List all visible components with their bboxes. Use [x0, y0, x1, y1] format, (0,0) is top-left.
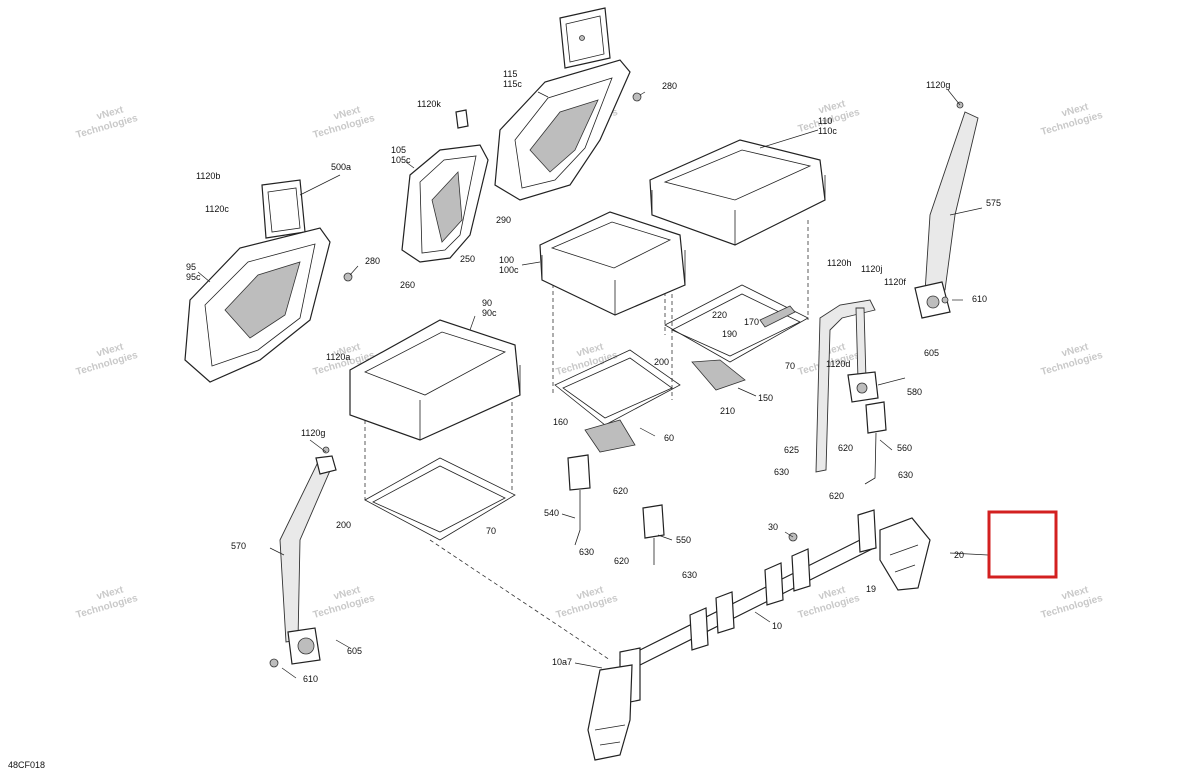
buckle-540: [567, 454, 591, 546]
part-label: 190: [722, 329, 737, 339]
seat-cushion-100: [539, 211, 686, 316]
part-label: 1120d: [826, 359, 850, 369]
part-label: 105: [391, 145, 406, 155]
slider-150: [691, 359, 746, 391]
part-label: 610: [972, 294, 987, 304]
seat-belt-580: [815, 299, 879, 473]
part-label: 570: [231, 541, 246, 551]
part-label: 200: [336, 520, 351, 530]
part-label: 280: [365, 256, 380, 266]
part-label: 260: [400, 280, 415, 290]
part-label: 630: [774, 467, 789, 477]
leader-lines: [197, 89, 989, 679]
part-label: 150: [758, 393, 773, 403]
part-label: 1120g: [301, 428, 325, 438]
part-label: 290: [496, 215, 511, 225]
part-label: 1120c: [205, 204, 229, 214]
part-label: 1120f: [884, 277, 906, 287]
part-label: 560: [897, 443, 912, 453]
backrest-105: [401, 144, 489, 263]
part-label: 160: [553, 417, 568, 427]
seat-frame-60: [554, 349, 681, 453]
part-label: 70: [486, 526, 496, 536]
part-label: 95c: [186, 272, 201, 282]
part-label: 19: [866, 584, 876, 594]
seat-frame-70-left: [364, 457, 516, 541]
part-label: 1120a: [326, 352, 350, 362]
drawing-id: 48CF018: [8, 760, 45, 770]
part-label: 95: [186, 262, 196, 272]
part-label: 115: [503, 69, 517, 79]
part-label: 250: [460, 254, 475, 264]
part-label: 1120h: [827, 258, 851, 268]
part-label: 1120g: [926, 80, 950, 90]
part-label: 1120j: [861, 264, 882, 274]
part-label: 110: [818, 116, 832, 126]
part-label: 625: [784, 445, 799, 455]
part-label: 620: [829, 491, 844, 501]
seat-belt-570: [279, 455, 337, 665]
part-label: 620: [838, 443, 853, 453]
backrest-115: [494, 59, 631, 201]
seat-cushion-90: [349, 319, 521, 441]
part-label: 500a: [331, 162, 351, 172]
part-label: 210: [720, 406, 735, 416]
part-label: 605: [347, 646, 362, 656]
headrest: [559, 7, 611, 69]
seat-cushion-110: [649, 139, 826, 246]
part-label: 10a7: [552, 657, 572, 667]
part-label: 110c: [818, 126, 837, 136]
part-label: 20: [954, 550, 964, 560]
part-label: 60: [664, 433, 674, 443]
part-label: 200: [654, 357, 669, 367]
part-label: 100c: [499, 265, 519, 275]
buckle-560: [864, 401, 887, 485]
bracket-10a7: [587, 664, 633, 761]
part-label: 105c: [391, 155, 411, 165]
part-label: 90: [482, 298, 492, 308]
part-label: 630: [579, 547, 594, 557]
part-label: 1120k: [417, 99, 441, 109]
highlight-box: [987, 510, 1058, 579]
part-label: 575: [986, 198, 1001, 208]
bracket-20: [879, 517, 931, 591]
part-label: 90c: [482, 308, 497, 318]
part-label: 605: [924, 348, 939, 358]
part-label: 30: [768, 522, 778, 532]
part-label: 280: [662, 81, 677, 91]
part-label: 580: [907, 387, 922, 397]
part-label: 70: [785, 361, 795, 371]
backrest-95: [184, 227, 331, 383]
part-label: 170: [744, 317, 759, 327]
pad-500a: [261, 179, 306, 239]
part-label: 630: [898, 470, 913, 480]
part-label: 620: [614, 556, 629, 566]
seat-frame-70-right: [664, 284, 809, 363]
part-label: 620: [613, 486, 628, 496]
part-label: 550: [676, 535, 691, 545]
part-label: 10: [772, 621, 782, 631]
part-label: 115c: [503, 79, 522, 89]
part-label: 540: [544, 508, 559, 518]
seat-belt-575: [914, 111, 979, 319]
part-label: 630: [682, 570, 697, 580]
part-label: 100: [499, 255, 514, 265]
buckle-550: [642, 504, 665, 565]
part-label: 220: [712, 310, 727, 320]
part-label: 610: [303, 674, 318, 684]
part-label: 1120b: [196, 171, 220, 181]
